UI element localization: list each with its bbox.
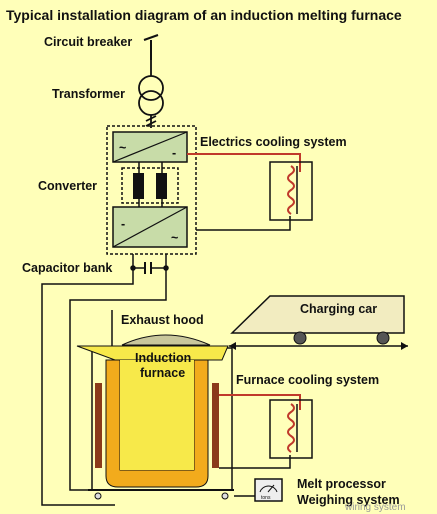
furnace-cooling-lines	[219, 394, 301, 469]
diagram-title: Typical installation diagram of an induc…	[6, 7, 402, 23]
rectifier-block	[112, 131, 188, 163]
circuit-breaker-icon	[143, 34, 159, 60]
capacitor-bank-label: Capacitor bank	[22, 261, 112, 275]
induction-furnace-label-1: Induction	[135, 351, 191, 365]
transformer-icon	[138, 60, 164, 128]
furnace-cooling-label: Furnace cooling system	[236, 373, 379, 387]
scale-text: tons	[261, 495, 271, 501]
inverter-block	[112, 206, 188, 248]
capacitor-bank-icon	[41, 254, 169, 506]
weighing-system-label: Weighing system	[297, 493, 400, 507]
charging-car-label: Charging car	[300, 302, 377, 316]
converter-label: Converter	[38, 179, 97, 193]
electrics-cooling-lines	[187, 153, 301, 231]
charging-car	[229, 295, 408, 350]
dc-symbol-bottom: -	[121, 217, 125, 231]
watermark: wiring system	[344, 502, 406, 513]
melt-processor-label: Melt processor	[297, 477, 386, 491]
exhaust-hood	[111, 310, 211, 346]
induction-furnace	[76, 345, 234, 500]
scale-display-icon	[234, 478, 283, 502]
electrics-cooling-label: Electrics cooling system	[200, 135, 347, 149]
inductor-left	[133, 173, 144, 199]
converter-enclosure	[106, 125, 197, 255]
circuit-breaker-label: Circuit breaker	[44, 35, 132, 49]
exhaust-hood-label: Exhaust hood	[121, 313, 204, 327]
inductor-right	[156, 173, 167, 199]
furnace-cooling-exchanger	[269, 399, 313, 459]
ac-symbol-bottom: ~	[171, 231, 178, 245]
electrics-cooling-exchanger	[269, 161, 313, 221]
induction-furnace-label-2: furnace	[140, 366, 185, 380]
ac-symbol-top: ~	[119, 141, 126, 155]
dc-symbol-top: -	[172, 146, 176, 160]
dc-link	[121, 162, 179, 207]
transformer-label: Transformer	[52, 87, 125, 101]
